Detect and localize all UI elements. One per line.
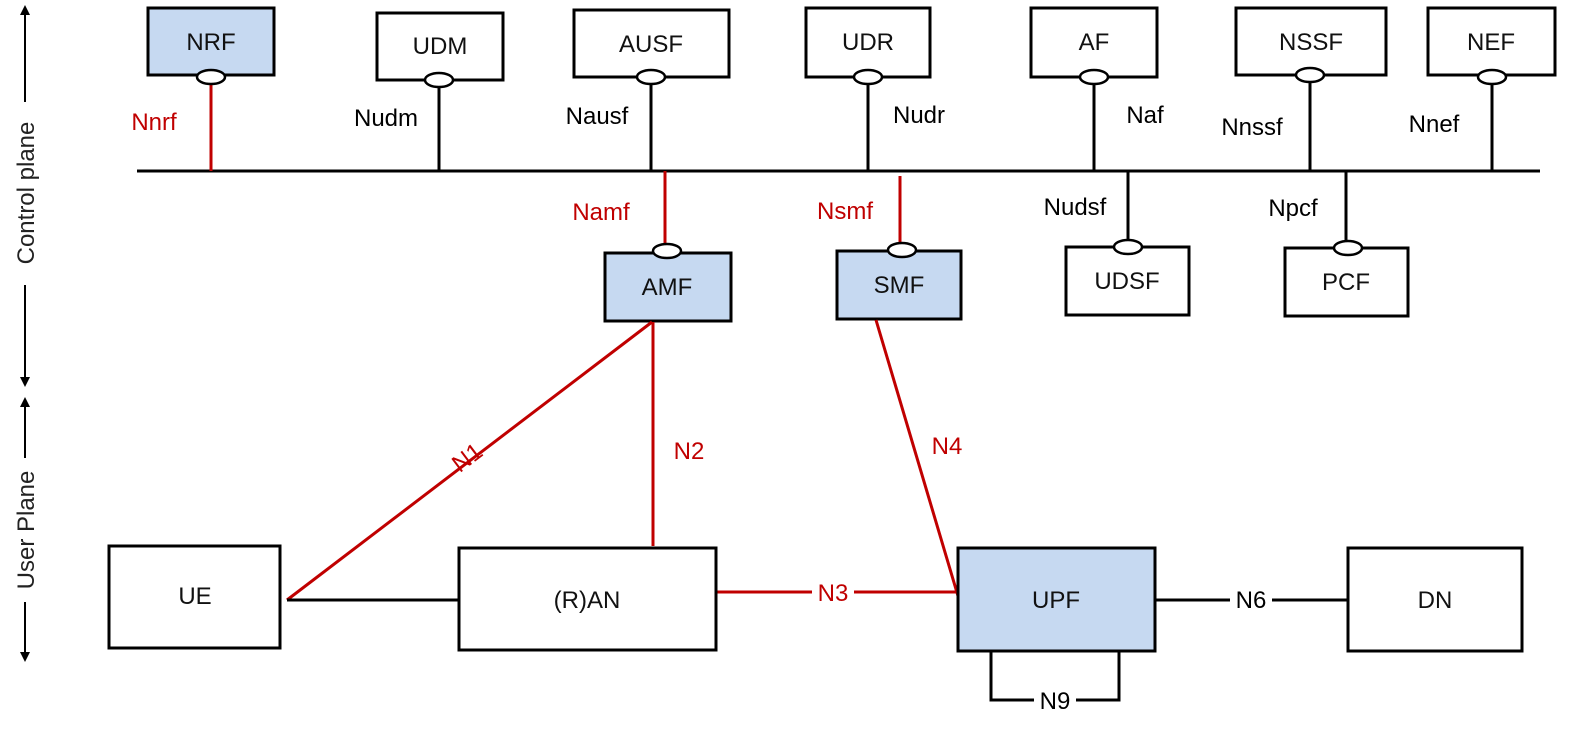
nef-service-port (1476, 68, 1508, 86)
amf-group: AMF Namf (572, 171, 733, 323)
nausf-label: Nausf (566, 103, 629, 130)
udsf-group: UDSF Nudsf (1044, 171, 1191, 317)
ue-label: UE (178, 583, 211, 610)
smf-box (835, 249, 963, 321)
udr-label: UDR (842, 29, 894, 56)
af-box (1029, 6, 1159, 79)
af-service-port (1078, 68, 1110, 86)
n4-link (874, 319, 960, 597)
user-plane-label: User Plane (13, 471, 40, 590)
dn-box (1346, 546, 1524, 653)
n2-label: N2 (674, 438, 705, 465)
amf-box (603, 251, 733, 323)
udm-label: UDM (413, 33, 468, 60)
n6-label-backdrop (1230, 588, 1272, 614)
smf-group: SMF Nsmf (817, 176, 963, 321)
nssf-service-port (1294, 66, 1326, 84)
nrf-group: NRF Nnrf (131, 6, 276, 171)
namf-label: Namf (572, 199, 630, 226)
nrf-service-port (195, 68, 227, 86)
nef-box (1426, 6, 1557, 77)
pcf-service-port (1332, 239, 1364, 257)
nudsf-label: Nudsf (1044, 194, 1107, 221)
upf-box (956, 546, 1157, 653)
af-label: AF (1079, 29, 1110, 56)
n3-label-backdrop (812, 580, 854, 606)
udsf-label: UDSF (1094, 268, 1159, 295)
pcf-label: PCF (1322, 269, 1370, 296)
udsf-box (1064, 245, 1191, 317)
amf-label: AMF (642, 274, 693, 301)
pcf-group: PCF Npcf (1268, 171, 1410, 318)
upf-group: UPF (956, 546, 1157, 653)
naf-label: Naf (1126, 102, 1164, 129)
n9-label: N9 (1040, 688, 1071, 715)
nnef-label: Nnef (1409, 111, 1460, 138)
nssf-box (1234, 6, 1388, 77)
control-plane-label: Control plane (13, 122, 40, 265)
nudm-label: Nudm (354, 105, 418, 132)
udr-service-port (852, 68, 884, 86)
udm-box (375, 11, 505, 82)
nrf-label: NRF (186, 29, 235, 56)
n9-label-backdrop (1034, 688, 1076, 714)
udr-group: UDR Nudr (804, 6, 945, 171)
ausf-label: AUSF (619, 31, 683, 58)
ran-group: (R)AN (457, 546, 718, 652)
nssf-label: NSSF (1279, 29, 1343, 56)
nef-group: NEF Nnef (1409, 6, 1557, 171)
nudr-label: Nudr (893, 102, 945, 129)
dn-label: DN (1418, 587, 1453, 614)
upf-label: UPF (1032, 587, 1080, 614)
ausf-service-port (635, 68, 667, 86)
nnrf-label: Nnrf (131, 109, 177, 136)
nssf-group: NSSF Nnssf (1221, 6, 1388, 171)
ue-group: UE (107, 544, 282, 650)
smf-label: SMF (874, 272, 925, 299)
ran-label: (R)AN (554, 587, 621, 614)
udm-service-port (423, 71, 455, 89)
ran-box (457, 546, 718, 652)
nef-label: NEF (1467, 29, 1515, 56)
ausf-box (572, 8, 731, 79)
n4-label: N4 (932, 433, 963, 460)
control-plane-indicator: Control plane (13, 5, 40, 387)
smf-service-port (886, 241, 918, 259)
af-group: AF Naf (1029, 6, 1164, 171)
udm-group: UDM Nudm (354, 11, 505, 171)
n1-link (286, 320, 653, 602)
nsmf-label: Nsmf (817, 198, 873, 225)
n3-label: N3 (818, 580, 849, 607)
udsf-service-port (1112, 238, 1144, 256)
user-plane-indicator: User Plane (13, 397, 40, 662)
ue-box (107, 544, 282, 650)
n6-label: N6 (1236, 587, 1267, 614)
amf-service-port (651, 242, 683, 260)
dn-group: DN (1346, 546, 1524, 653)
npcf-label: Npcf (1268, 195, 1318, 222)
nnssf-label: Nnssf (1221, 114, 1283, 141)
ausf-group: AUSF Nausf (566, 8, 731, 171)
